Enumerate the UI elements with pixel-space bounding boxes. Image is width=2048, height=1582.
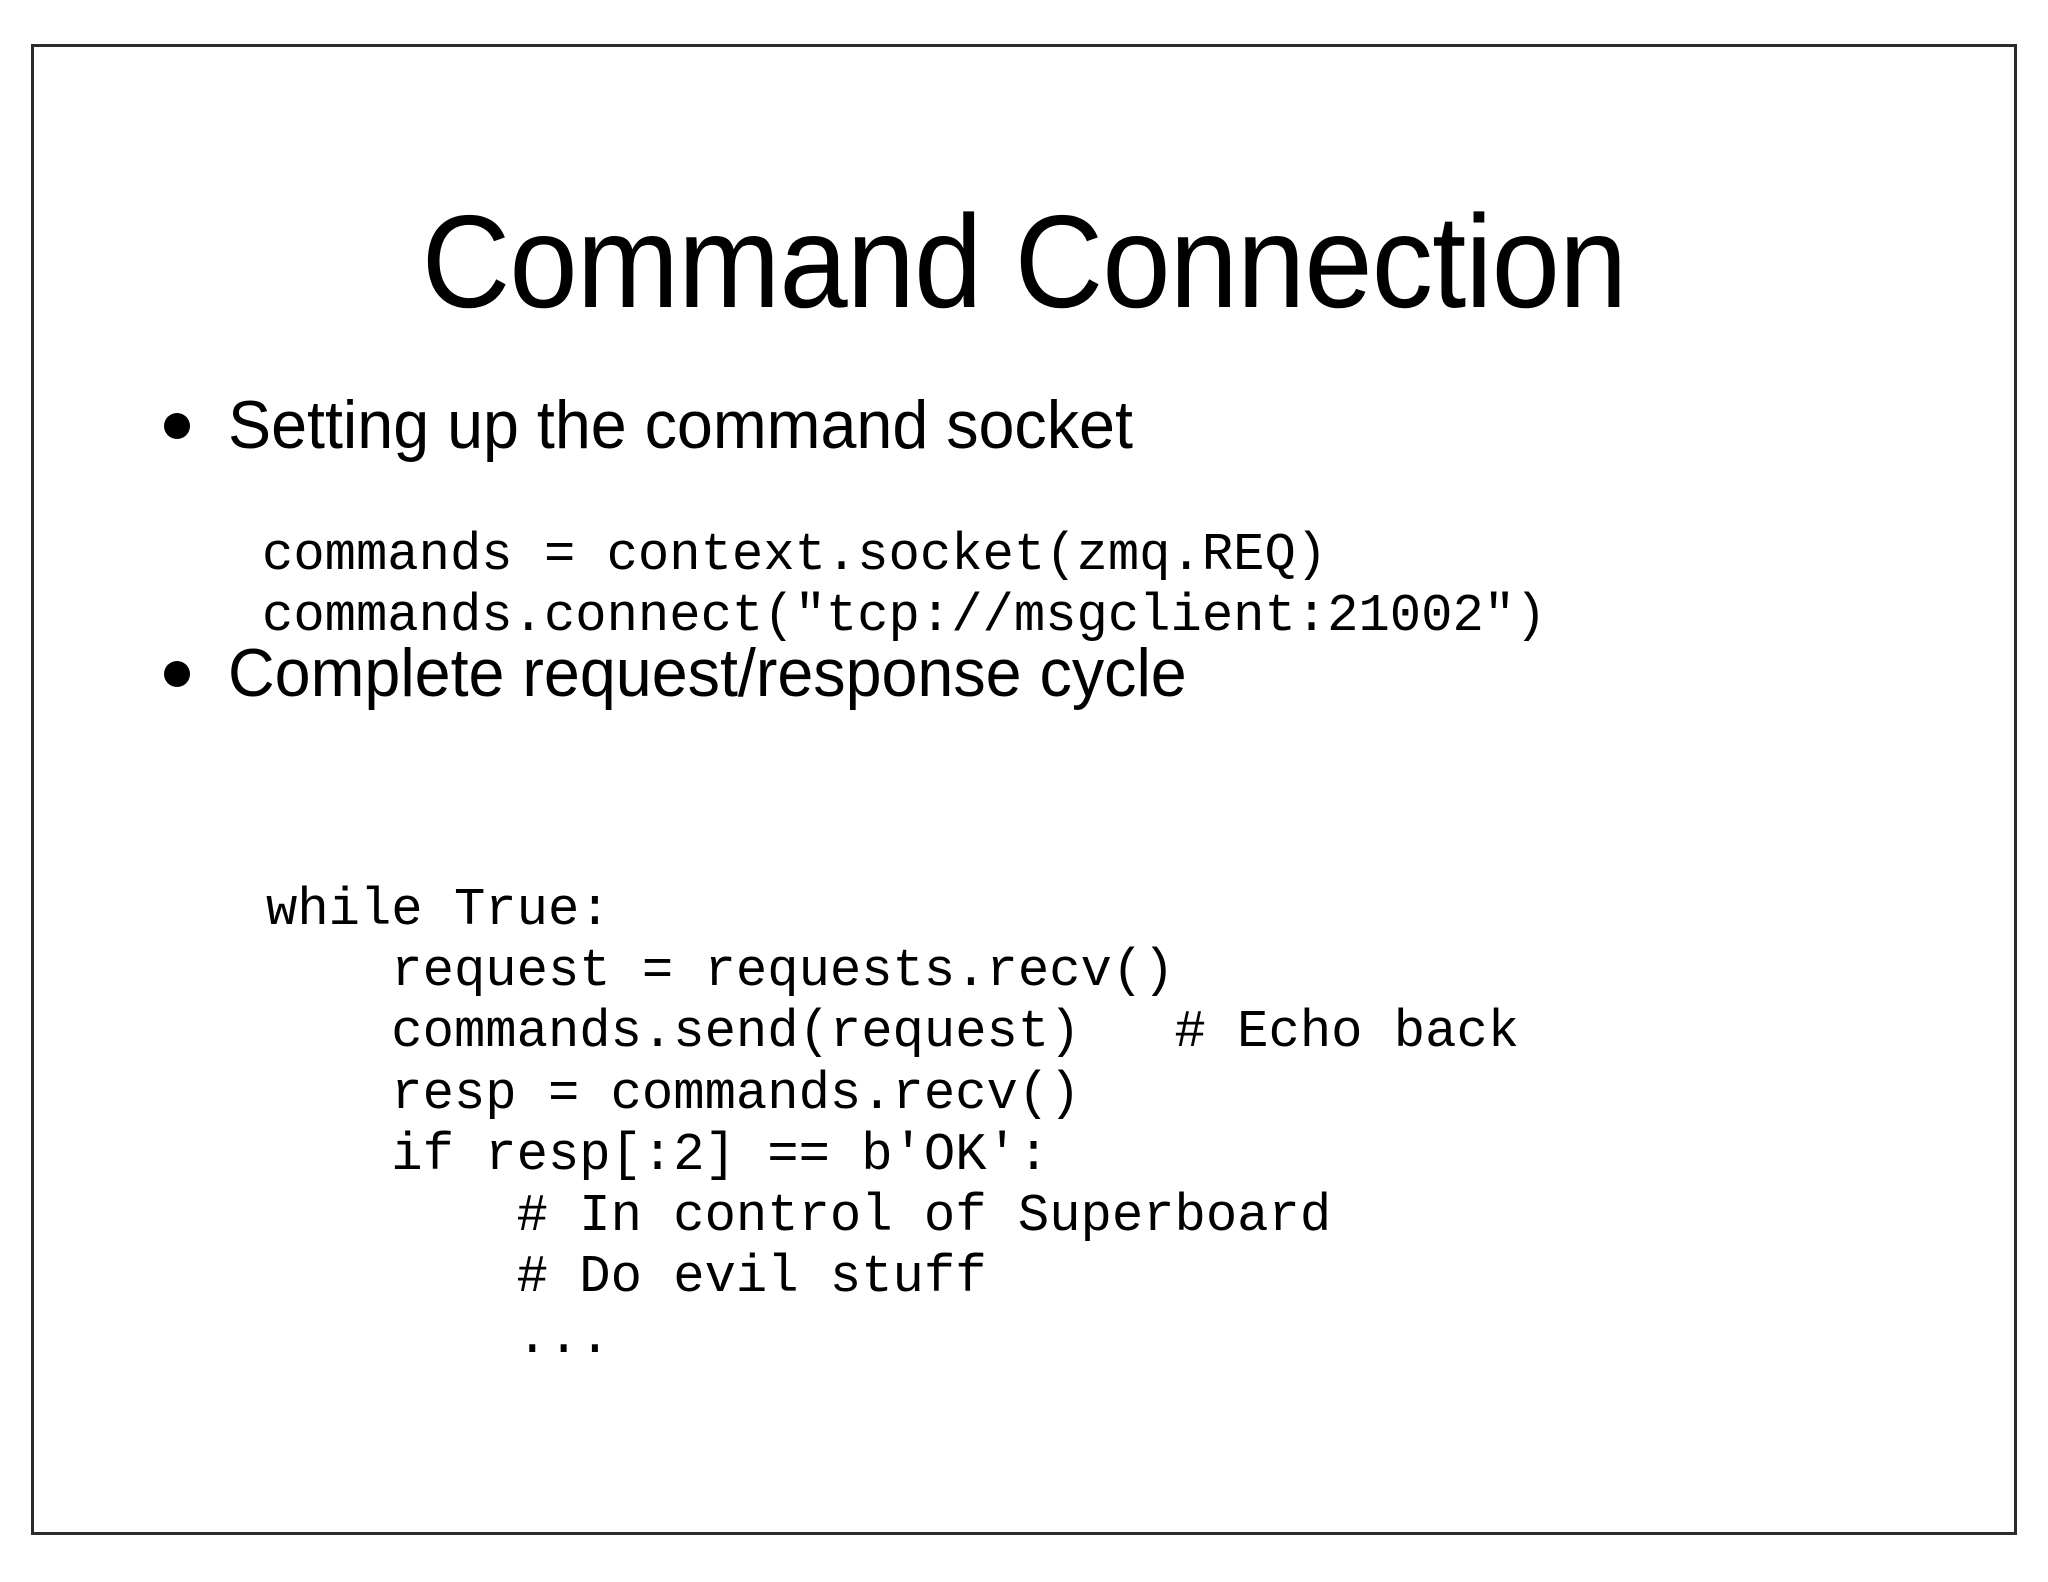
bullet-item-complete-request-response-cycle: Complete request/response cycle [164,635,1237,711]
slide-content: Command Connection Setting up the comman… [34,47,2014,1532]
slide-frame: Command Connection Setting up the comman… [31,44,2017,1535]
bullet-label: Setting up the command socket [228,387,1133,463]
bullet-label: Complete request/response cycle [228,635,1187,711]
bullet-item-setting-up-command-socket: Setting up the command socket [164,387,1181,463]
page-title: Command Connection [421,188,1628,336]
bullet-dot-icon [164,413,190,439]
bullet-dot-icon [164,661,190,687]
code-block-command-socket-setup: commands = context.socket(zmq.REQ) comma… [262,525,1547,647]
code-block-request-response-loop: while True: request = requests.recv() co… [266,880,1520,1369]
